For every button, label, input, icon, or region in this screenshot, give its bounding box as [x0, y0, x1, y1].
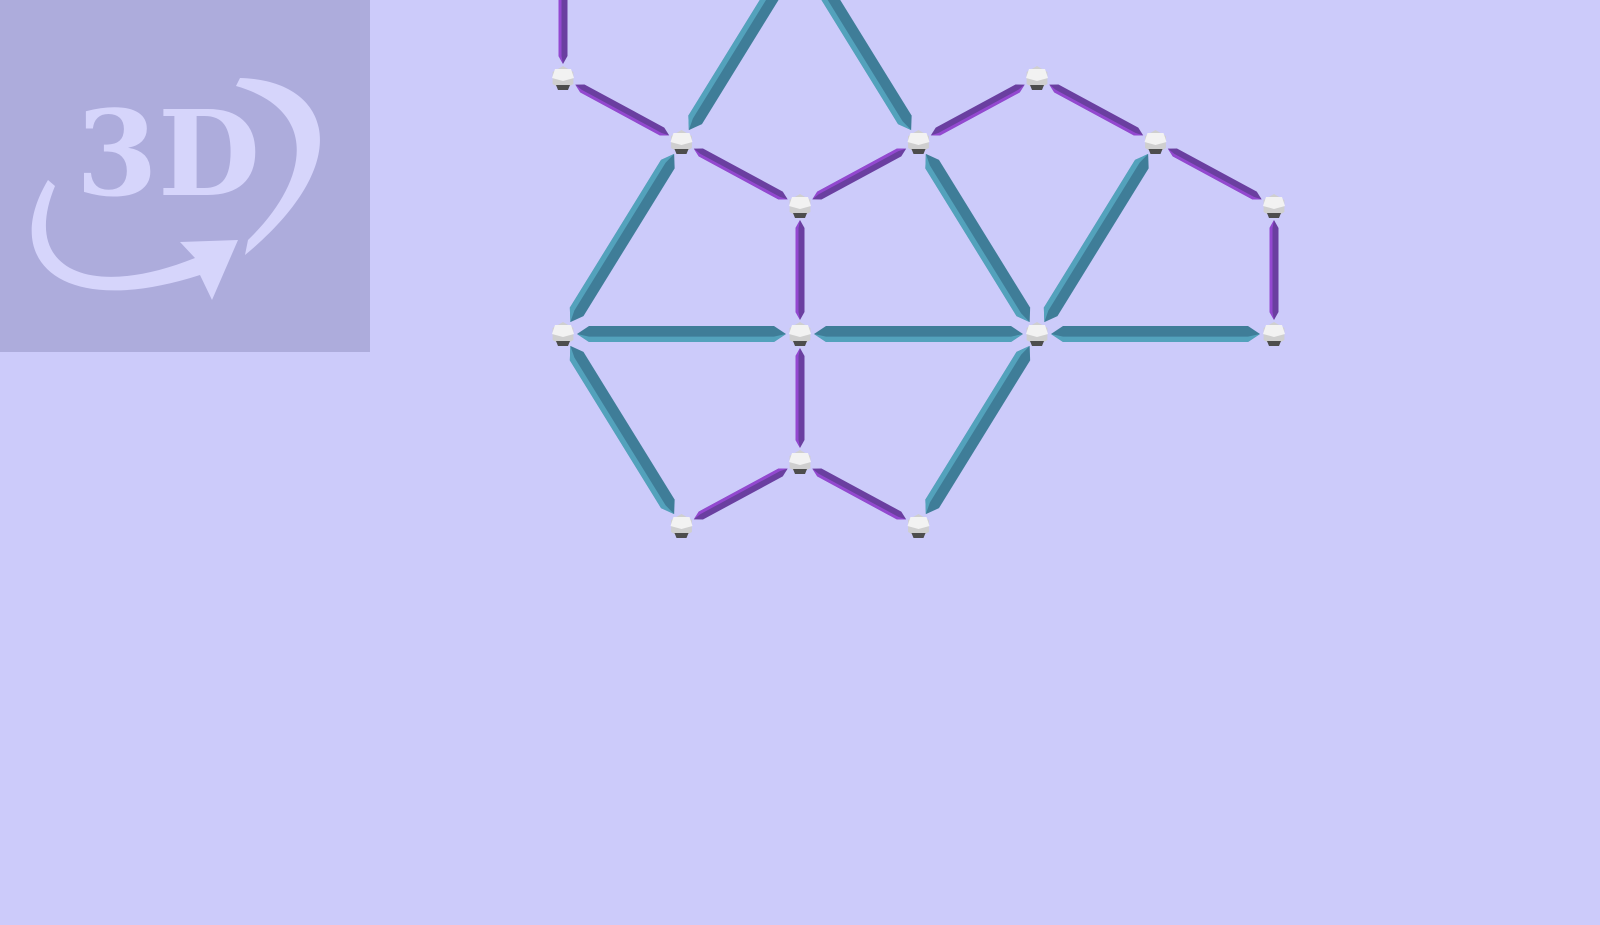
rotate-3d-icon: 3D — [31, 78, 320, 300]
atom-layer — [552, 66, 1285, 538]
bond-n10-n15[interactable] — [569, 345, 675, 515]
atom-n7[interactable] — [1144, 130, 1167, 154]
bond-n11-n12[interactable] — [814, 326, 1023, 342]
atom-n9[interactable] — [1263, 194, 1285, 218]
atom-n15[interactable] — [670, 514, 693, 538]
bond-n4-n10[interactable] — [569, 153, 675, 323]
atom-n5[interactable] — [907, 130, 930, 154]
bond-n5-n8[interactable] — [812, 148, 907, 200]
rotate-arrow-bottom — [31, 180, 238, 300]
badge-label: 3D — [76, 84, 260, 223]
bond-n1-n3[interactable] — [558, 0, 568, 64]
atom-n8[interactable] — [789, 194, 811, 218]
bond-n11-n14[interactable] — [795, 348, 805, 448]
bond-n2-n4[interactable] — [688, 0, 793, 131]
view-3d-badge[interactable]: 3D — [0, 0, 370, 352]
bond-n14-n16[interactable] — [812, 468, 907, 520]
bond-n8-n11[interactable] — [795, 220, 805, 320]
bond-layer — [558, 0, 1279, 520]
atom-n11[interactable] — [789, 322, 811, 346]
atom-n13[interactable] — [1263, 322, 1285, 346]
atom-n6[interactable] — [1026, 66, 1048, 90]
rotate-arrow-top — [236, 78, 320, 255]
bond-n9-n13[interactable] — [1269, 220, 1279, 320]
bond-n7-n9[interactable] — [1167, 148, 1262, 200]
atom-n14[interactable] — [789, 450, 811, 474]
bond-n5-n12[interactable] — [925, 153, 1031, 323]
bond-n7-n12[interactable] — [1043, 153, 1149, 323]
atom-n10[interactable] — [552, 322, 574, 346]
bond-n12-n13[interactable] — [1051, 326, 1260, 342]
bond-n4-n8[interactable] — [693, 148, 788, 200]
bond-n3-n4[interactable] — [575, 84, 670, 136]
atom-n16[interactable] — [907, 514, 930, 538]
bond-n5-n6[interactable] — [930, 84, 1025, 136]
atom-n3[interactable] — [552, 66, 574, 90]
bond-n2-n5[interactable] — [807, 0, 912, 131]
bond-n10-n11[interactable] — [577, 326, 786, 342]
atom-n12[interactable] — [1026, 322, 1048, 346]
bond-n14-n15[interactable] — [693, 468, 788, 520]
bond-n6-n7[interactable] — [1049, 84, 1144, 136]
atom-n4[interactable] — [670, 130, 693, 154]
bond-n12-n16[interactable] — [925, 345, 1031, 515]
